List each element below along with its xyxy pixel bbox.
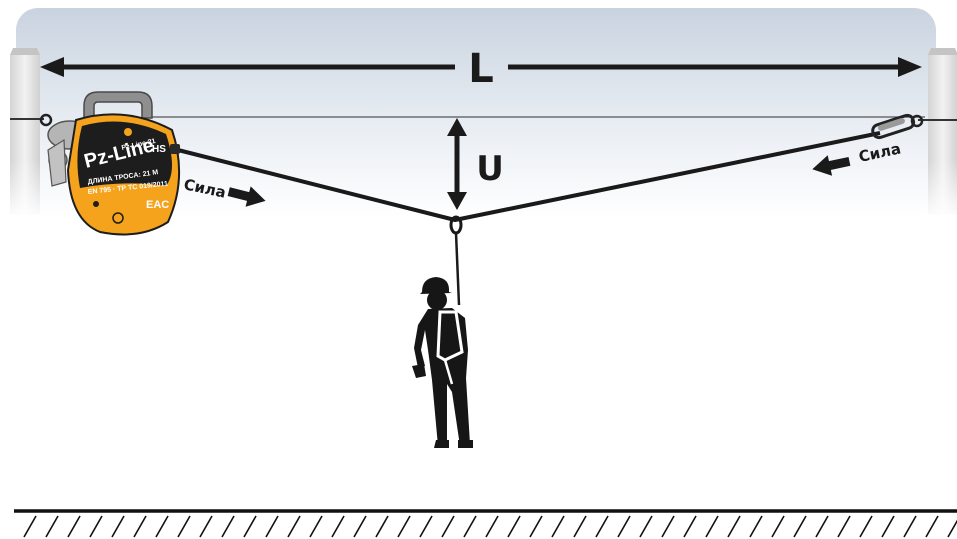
left-post [10,48,40,220]
ground-hatch-mark [925,515,939,538]
ground-hatch-mark [485,515,499,538]
ground-hatch-mark [815,515,829,538]
ground-hatch-mark [441,515,455,538]
ground-hatch-mark [309,515,323,538]
ground-hatch-mark [837,515,851,538]
ground-hatch-mark [397,515,411,538]
ground-hatch-mark [947,519,957,538]
ground-hatch-mark [45,515,59,538]
ground-hatch-mark [463,515,477,538]
ground-hatch-mark [881,515,895,538]
ground-hatch-mark [221,515,235,538]
span-label-L: L [468,46,494,92]
ground-hatch-mark [727,515,741,538]
left-anchor [10,113,53,127]
ground-hatch-mark [199,515,213,538]
ground-hatch-mark [133,515,147,538]
ground-hatch-mark [419,515,433,538]
ground-hatch-mark [375,515,389,538]
ground-hatch-mark [23,515,37,538]
span-dimension-arrow [40,57,922,77]
carabiner-icon [871,113,916,140]
ground-hatch-mark [89,515,103,538]
ground-hatch-mark [287,515,301,538]
ground-hatch-mark [265,515,279,538]
lanyard [454,232,461,306]
ground-hatch-mark [859,515,873,538]
ground-hatch-mark [529,515,543,538]
ground-hatch-mark [67,515,81,538]
ground-hatch-mark [903,515,917,538]
pz-line-device: Pz-Line HS ДЛИНА ТРОСА: 21 М Pz-Line 21 … [47,91,181,236]
sag-dimension-arrow [447,118,467,210]
lifeline-rope [177,131,881,222]
ground-hatch-mark [639,515,653,538]
ground-hatch-mark [353,515,367,538]
ground-hatch-mark [595,515,609,538]
ground-hatch-mark [551,515,565,538]
ground-hatching-icon [14,509,957,538]
device-logo: HS [152,144,166,155]
ground-hatch-mark [705,515,719,538]
right-post [928,48,957,220]
ground-hatch-mark [749,515,763,538]
ground-hatch-mark [177,515,191,538]
ground-hatch-mark [771,515,785,538]
ground-hatch-mark [155,515,169,538]
ground-hatch-mark [111,515,125,538]
force-arrow-left [227,186,266,207]
sag-label-U: U [476,149,504,189]
ground-hatch-mark [661,515,675,538]
worker-with-harness-icon [412,277,473,448]
ground-hatch-mark [507,515,521,538]
ground-hatch-mark [331,515,345,538]
device-cert-mark: EAC [146,199,169,211]
force-arrow-right [812,155,851,176]
ground-hatch-mark [617,515,631,538]
ground-hatch-mark [683,515,697,538]
ground-hatch-mark [573,515,587,538]
ground-hatch-mark [793,515,807,538]
ground-hatch-mark [243,515,257,538]
